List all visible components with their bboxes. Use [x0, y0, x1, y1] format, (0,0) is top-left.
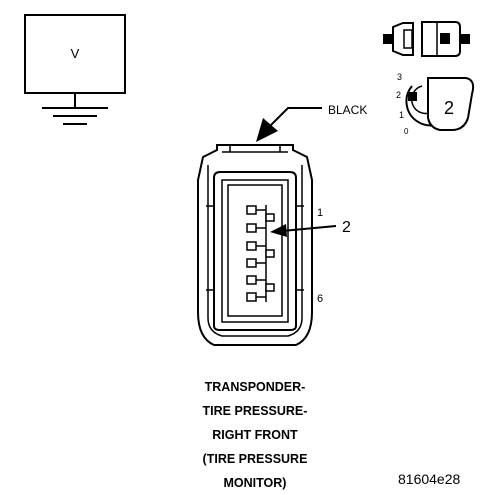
- connector-body: [197, 144, 313, 346]
- probe-callout: 2: [270, 219, 351, 237]
- probe-connector-icon: [383, 21, 470, 57]
- meter-label: V: [71, 46, 80, 61]
- cavity-2: [246, 223, 257, 233]
- caption-line: (TIRE PRESSURE: [202, 452, 308, 466]
- ground-icon: [42, 93, 108, 125]
- caption-line: RIGHT FRONT: [212, 428, 298, 442]
- arrow-head-icon: [256, 118, 278, 142]
- terminal-cavities: [246, 205, 275, 302]
- voltmeter-symbol: V: [24, 14, 126, 125]
- caption-line: MONITOR): [223, 476, 287, 490]
- cavity-1: [246, 205, 257, 215]
- legend-scale-1: 1: [399, 110, 404, 120]
- legend-scale-0: 0: [404, 127, 409, 136]
- pin-legend-icon: 3 2 1 0 2: [396, 72, 475, 136]
- cavity-5: [246, 275, 257, 285]
- cavity-3: [246, 241, 257, 251]
- cavity-4: [246, 258, 257, 268]
- legend-value: 2: [444, 98, 454, 118]
- connector-color-label: BLACK: [328, 103, 367, 117]
- caption-line: TRANSPONDER-: [204, 380, 306, 394]
- probe-pin-label: 2: [342, 219, 351, 236]
- cavity-6: [246, 292, 257, 302]
- pin-label-first: 1: [317, 207, 323, 219]
- legend-scale-2: 2: [396, 90, 401, 100]
- figure-id: 81604e28: [398, 471, 461, 487]
- caption-line: TIRE PRESSURE-: [202, 404, 308, 418]
- color-callout: BLACK: [256, 103, 367, 142]
- legend-scale-3: 3: [397, 72, 402, 82]
- connector-caption: TRANSPONDER- TIRE PRESSURE- RIGHT FRONT …: [150, 375, 360, 495]
- probe-arrow-icon: [270, 224, 287, 237]
- pin-label-last: 6: [317, 293, 323, 305]
